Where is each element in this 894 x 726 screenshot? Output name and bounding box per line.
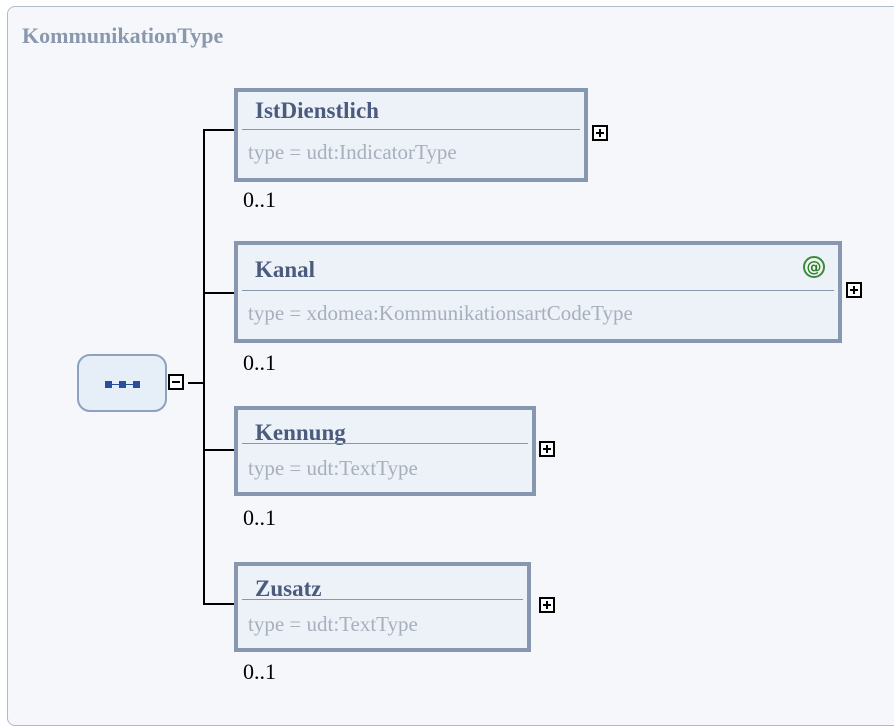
- connector-sequence-out: [188, 382, 204, 384]
- connector-zusatz: [203, 603, 234, 605]
- connector-istdienstlich: [203, 129, 234, 131]
- element-name: Zusatz: [255, 576, 322, 601]
- expand-toggle-kennung[interactable]: [539, 441, 555, 457]
- element-divider: [242, 599, 523, 600]
- occurrence-label: 0..1: [243, 505, 276, 530]
- element-kanal[interactable]: Kanal type = xdomea:KommunikationsartCod…: [234, 241, 842, 343]
- element-kennung[interactable]: Kennung type = udt:TextType: [234, 406, 536, 496]
- expand-toggle-zusatz[interactable]: [539, 597, 555, 613]
- sequence-node[interactable]: [77, 354, 167, 412]
- element-type: type = udt:TextType: [248, 612, 418, 636]
- occurrence-label: 0..1: [243, 187, 276, 212]
- element-divider: [242, 290, 834, 291]
- element-divider: [242, 443, 528, 444]
- complex-type-title: KommunikationType: [22, 23, 224, 48]
- attribute-icon: @: [803, 256, 825, 278]
- element-name: Kennung: [255, 420, 346, 445]
- expand-toggle-istdienstlich[interactable]: [592, 125, 608, 141]
- element-name: IstDienstlich: [255, 98, 379, 123]
- occurrence-label: 0..1: [243, 350, 276, 375]
- sequence-icon: [105, 381, 112, 388]
- occurrence-label: 0..1: [243, 659, 276, 684]
- element-istdienstlich[interactable]: IstDienstlich type = udt:IndicatorType: [234, 88, 588, 182]
- minus-icon: [172, 381, 180, 383]
- element-zusatz[interactable]: Zusatz type = udt:TextType: [234, 562, 531, 652]
- sequence-collapse-toggle[interactable]: [168, 374, 184, 390]
- element-name: Kanal: [255, 257, 316, 282]
- connector-kanal: [203, 292, 234, 294]
- element-divider: [242, 129, 580, 130]
- connector-trunk: [203, 129, 205, 604]
- connector-kennung: [203, 449, 234, 451]
- element-type: type = xdomea:KommunikationsartCodeType: [248, 301, 633, 325]
- element-type: type = udt:IndicatorType: [248, 140, 457, 164]
- expand-toggle-kanal[interactable]: [846, 282, 862, 298]
- element-type: type = udt:TextType: [248, 456, 418, 480]
